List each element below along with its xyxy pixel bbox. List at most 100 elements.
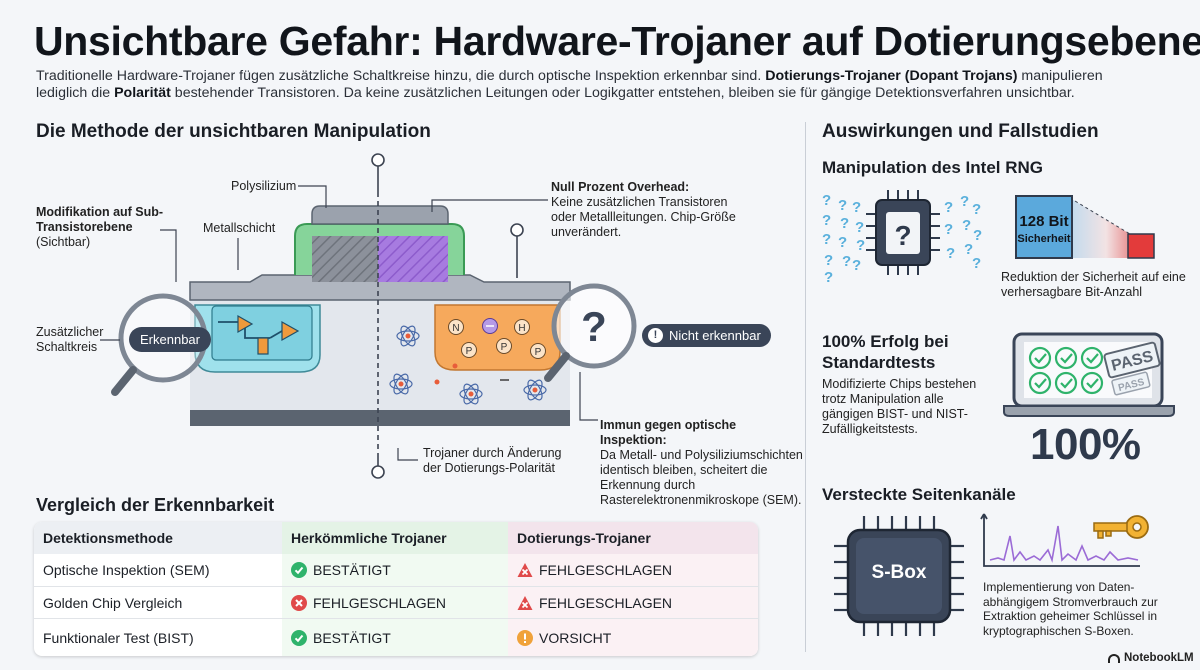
immune-text: Da Metall- und Polysiliziumschichten ide… bbox=[600, 448, 803, 507]
label-modification: Modifikation auf Sub-Transistorebene (Si… bbox=[36, 205, 166, 250]
label-immune: Immun gegen optische Inspektion: Da Meta… bbox=[600, 418, 805, 508]
brand-name: NotebookLM bbox=[1124, 652, 1194, 664]
svg-text:?: ? bbox=[973, 227, 982, 244]
polysilicon-cap bbox=[311, 205, 449, 225]
svg-text:?: ? bbox=[822, 192, 831, 209]
comparison-table: Detektionsmethode Herkömmliche Trojaner … bbox=[34, 522, 758, 656]
rng-title: Manipulation des Intel RNG bbox=[822, 158, 1044, 177]
reduced-security-block bbox=[1127, 233, 1155, 259]
table-heading: Vergleich der Erkennbarkeit bbox=[36, 495, 275, 515]
sbox-label: S-Box bbox=[871, 562, 927, 583]
table-cell-conventional: FEHLGESCHLAGEN bbox=[282, 587, 508, 618]
svg-text:?: ? bbox=[972, 255, 981, 272]
svg-text:?: ? bbox=[824, 269, 833, 286]
svg-text:?: ? bbox=[852, 199, 861, 216]
svg-text:?: ? bbox=[894, 220, 911, 251]
atom-icons bbox=[389, 325, 547, 405]
sbox-chip-icon bbox=[834, 516, 964, 636]
table-row: Optische Inspektion (SEM) BESTÄTIGT FEHL… bbox=[34, 554, 758, 586]
label-mod-title: Modifikation auf Sub-Transistorebene bbox=[36, 205, 164, 234]
laptop-icon: PASS PASS bbox=[1003, 332, 1175, 417]
page-title: Unsichtbare Gefahr: Hardware-Trojaner au… bbox=[34, 18, 1200, 64]
dopant-label: P bbox=[535, 347, 542, 358]
svg-text:?: ? bbox=[822, 231, 831, 248]
svg-text:?: ? bbox=[822, 212, 831, 229]
rng-caption: Reduktion der Sicherheit auf eine verher… bbox=[1001, 270, 1186, 299]
table-cell-dopant: FEHLGESCHLAGEN bbox=[508, 587, 758, 618]
rng-chip-icon: ? bbox=[866, 190, 940, 275]
label-metallschicht: Metallschicht bbox=[203, 221, 276, 235]
section-divider bbox=[805, 122, 806, 652]
tests-title: 100% Erfolg bei Standardtests bbox=[822, 332, 949, 372]
table-cell-method: Funktionaler Test (BIST) bbox=[43, 629, 194, 646]
label-polysilizium: Polysilizium bbox=[231, 179, 297, 193]
svg-text:?: ? bbox=[838, 197, 847, 214]
check-icon bbox=[291, 629, 307, 646]
security-label: Sicherheit bbox=[1017, 233, 1071, 245]
intro-part3: bestehender Transistoren. Da keine zusät… bbox=[170, 85, 1075, 101]
svg-text:?: ? bbox=[824, 252, 833, 269]
svg-text:?: ? bbox=[944, 221, 953, 238]
check-icon bbox=[291, 562, 307, 578]
table-row: Golden Chip Vergleich FEHLGESCHLAGEN FEH… bbox=[34, 586, 758, 618]
question-marks-icon: ??? ??? ??? ??? ? ??? ??? ??? bbox=[822, 192, 982, 286]
svg-text:?: ? bbox=[972, 201, 981, 218]
intro-text: Traditionelle Hardware-Trojaner fügen zu… bbox=[36, 68, 1156, 102]
svg-text:?: ? bbox=[852, 257, 861, 274]
substrate-base bbox=[190, 410, 570, 426]
overhead-title: Null Prozent Overhead: bbox=[551, 180, 690, 194]
label-trojan-change: Trojaner durch Änderung der Dotierungs-P… bbox=[423, 446, 562, 475]
tests-text: Modifizierte Chips bestehen trotz Manipu… bbox=[822, 377, 977, 436]
warning-triangle-icon bbox=[517, 563, 533, 577]
metal-layer bbox=[189, 274, 571, 301]
table-cell-conventional: BESTÄTIGT bbox=[282, 619, 508, 656]
svg-text:?: ? bbox=[962, 217, 971, 234]
table-cell-dopant: VORSICHT bbox=[508, 619, 758, 656]
dopant-circles: N H P P P bbox=[448, 318, 546, 359]
svg-text:?: ? bbox=[946, 245, 955, 262]
impact-heading: Auswirkungen und Fallstudien bbox=[822, 121, 1099, 142]
notebook-icon bbox=[1108, 653, 1120, 663]
table-header: Detektionsmethode bbox=[43, 530, 173, 546]
sidechannel-caption: Implementierung von Daten-abhängigem Str… bbox=[983, 580, 1158, 638]
svg-text:?: ? bbox=[838, 234, 847, 251]
question-mark-icon: ? bbox=[581, 303, 607, 350]
brand-logo: NotebookLM bbox=[1108, 652, 1194, 664]
svg-text:?: ? bbox=[855, 219, 864, 236]
dopant-label: P bbox=[466, 346, 473, 357]
badge-erkennbar: Erkennbar bbox=[129, 327, 211, 352]
table-cell-dopant: FEHLGESCHLAGEN bbox=[508, 554, 758, 586]
intro-bold2: Polarität bbox=[114, 85, 171, 101]
sidechannel-title: Versteckte Seitenkanäle bbox=[822, 485, 1016, 504]
intro-part1: Traditionelle Hardware-Trojaner fügen zu… bbox=[36, 68, 766, 84]
svg-text:?: ? bbox=[840, 215, 849, 232]
intro-part2: manipulieren lediglich die bbox=[36, 68, 1103, 101]
table-header-row: Detektionsmethode Herkömmliche Trojaner … bbox=[34, 522, 758, 554]
status-text: BESTÄTIGT bbox=[313, 629, 391, 646]
status-text: FEHLGESCHLAGEN bbox=[539, 594, 673, 611]
cross-icon bbox=[291, 594, 307, 611]
svg-text:?: ? bbox=[944, 199, 953, 216]
label-overhead: Null Prozent Overhead: Keine zusätzliche… bbox=[551, 180, 751, 240]
label-mod-sub: (Sichtbar) bbox=[36, 235, 91, 249]
table-header: Dotierungs-Trojaner bbox=[508, 522, 758, 554]
exclamation-icon: ! bbox=[648, 328, 663, 343]
overhead-text: Keine zusätzlichen Transistoren oder Met… bbox=[551, 195, 736, 239]
table-row: Funktionaler Test (BIST) BESTÄTIGT VORSI… bbox=[34, 618, 758, 656]
method-heading: Die Methode der unsichtbaren Manipulatio… bbox=[36, 121, 431, 142]
power-trace-chart bbox=[980, 513, 1140, 567]
intro-bold1: Dotierungs-Trojaner (Dopant Trojans) bbox=[765, 68, 1018, 84]
security-block bbox=[1015, 195, 1073, 259]
table-cell-method: Optische Inspektion (SEM) bbox=[43, 562, 210, 578]
success-percentage: 100% bbox=[1030, 420, 1141, 469]
status-text: FEHLGESCHLAGEN bbox=[313, 594, 447, 611]
bits-label: 128 Bit bbox=[1019, 213, 1069, 230]
label-extra-circuit: Zusätzlicher Schaltkreis bbox=[36, 325, 104, 354]
warning-triangle-icon bbox=[517, 595, 533, 610]
key-icon bbox=[1093, 515, 1149, 539]
dopant-label: H bbox=[518, 323, 525, 334]
gate-left-hatch bbox=[312, 236, 378, 282]
gate-right-hatch bbox=[378, 236, 448, 282]
